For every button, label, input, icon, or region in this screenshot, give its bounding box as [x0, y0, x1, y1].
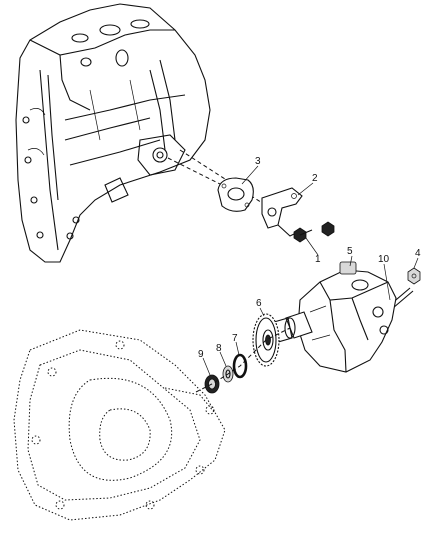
callout-leaders [202, 165, 419, 376]
callout-2: 2 [312, 173, 318, 184]
bracket-part-2 [261, 187, 303, 237]
gasket-part-3 [217, 177, 254, 212]
callout-1: 1 [315, 254, 321, 265]
nut-part-4 [407, 267, 421, 285]
callout-10: 10 [378, 254, 390, 265]
o-ring-part-7 [232, 353, 248, 379]
callout-3: 3 [255, 156, 261, 167]
callout-9: 9 [198, 349, 204, 360]
engine-block [15, 3, 211, 263]
callout-6: 6 [256, 298, 262, 309]
bolt-part-1 [293, 221, 335, 243]
callout-5: 5 [347, 246, 353, 257]
callout-8: 8 [216, 343, 222, 354]
callout-4: 4 [415, 248, 421, 259]
injection-pump-part-5 [273, 261, 397, 373]
callout-7: 7 [232, 333, 238, 344]
gear-housing-cover [13, 329, 226, 521]
